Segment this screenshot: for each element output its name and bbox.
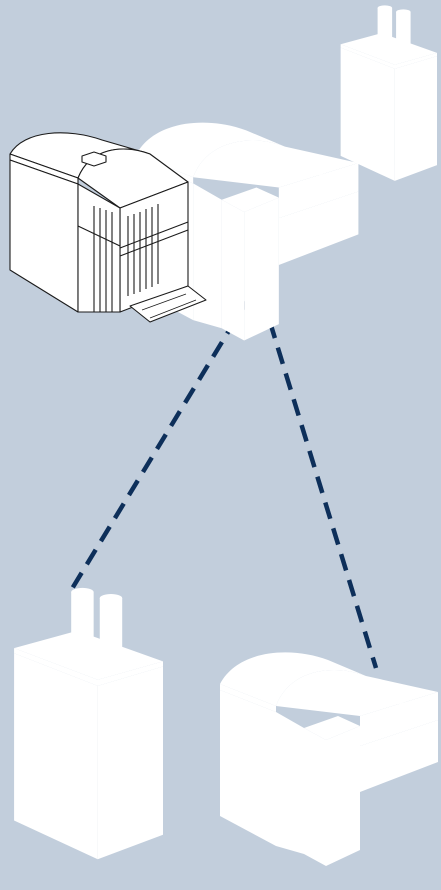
industrial-complex-icon [9,5,437,341]
factory-chimney-icon [14,587,163,860]
workshop-building-icon [220,652,438,866]
connector-to-factory [68,294,252,594]
connector-to-workshop [259,295,379,669]
